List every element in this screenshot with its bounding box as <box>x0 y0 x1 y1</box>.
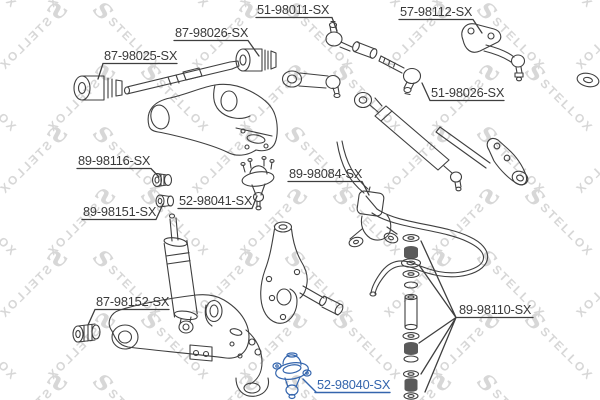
part-label-51-98026-sx: 51-98026-SX <box>431 85 505 100</box>
part-label-89-98116-sx: 89-98116-SX <box>78 153 151 168</box>
arm-bushing-upper-drawing <box>151 172 173 188</box>
stabilizer-link-stack-drawing <box>400 234 422 400</box>
part-label-52-98041-sx: 52-98041-SX <box>179 193 253 208</box>
steering-knuckle-drawing <box>260 221 344 324</box>
part-label-89-98110-sx: 89-98110-SX <box>459 302 532 317</box>
leader-lines <box>76 16 534 393</box>
part-label-57-98112-sx: 57-98112-SX <box>400 4 473 19</box>
pitman-arm-drawing <box>281 70 341 99</box>
part-label-87-98025-sx: 87-98025-SX <box>104 48 178 63</box>
part-label-89-98151-sx: 89-98151-SX <box>83 204 157 219</box>
steering-damper-drawing <box>353 91 463 192</box>
upper-arm-shaft-drawing <box>73 48 277 101</box>
upper-control-arm-drawing <box>147 83 278 156</box>
lower-arm-bushing-drawing <box>72 323 101 343</box>
washer-drawing <box>576 72 600 88</box>
stabilizer-bushing-bracket-drawing <box>348 186 399 248</box>
part-link-52-98040-sx[interactable]: 52-98040-SX <box>317 377 391 392</box>
part-label-87-98026-sx: 87-98026-SX <box>175 25 249 40</box>
arm-bushing-lower-drawing <box>155 194 175 208</box>
shock-absorber-drawing <box>163 213 198 334</box>
upper-ball-joint-drawing <box>240 155 275 211</box>
highlighted-ball-joint-drawing[interactable] <box>272 352 391 400</box>
relay-rod-drawing <box>435 126 529 186</box>
part-label-51-98011-sx: 51-98011-SX <box>257 2 330 17</box>
idler-arm-drawing <box>461 23 526 82</box>
part-label-87-98152-sx: 87-98152-SX <box>96 294 170 309</box>
part-label-89-98084-sx: 89-98084-SX <box>289 166 363 181</box>
lower-control-arm-drawing <box>108 294 270 397</box>
tie-rod-end-outer-drawing <box>325 20 378 59</box>
tie-rod-end-inner-drawing <box>378 55 422 96</box>
